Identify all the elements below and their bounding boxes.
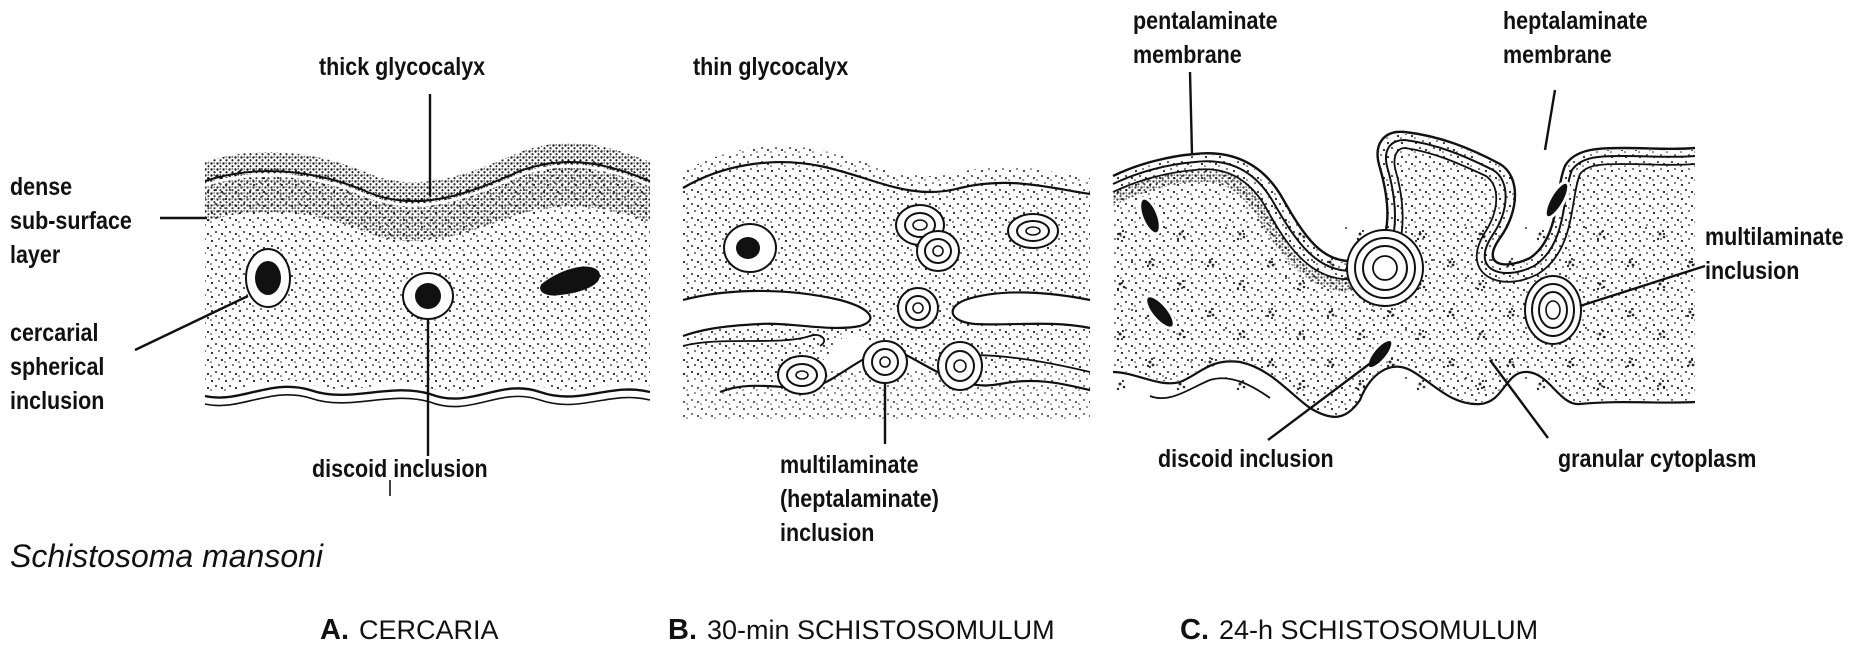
label-spherical-line-1: cercarial [10,318,98,348]
panel-a-discoid-inclusion-core [415,283,441,309]
label-granular-cytoplasm: granular cytoplasm [1558,444,1756,474]
caption-panel-c: C. 24-h SCHISTOSOMULUM [1180,614,1538,647]
caption-c-text: 24-h SCHISTOSOMULUM [1219,615,1538,645]
panel-c-multilaminate-inclusion-center [1347,230,1423,306]
label-heptalaminate-line-1: heptalaminate [1503,6,1648,36]
species-name: Schistosoma mansoni [10,538,323,575]
panel-b-multilaminate-inclusion-3 [917,231,959,271]
label-c-multilaminate-line-2: inclusion [1705,256,1799,286]
label-pentalaminate-line-1: pentalaminate [1133,6,1278,36]
panel-b-multilaminate-inclusion-2 [1008,214,1058,248]
caption-b-text: 30-min SCHISTOSOMULUM [707,615,1055,645]
caption-panel-a: A. CERCARIA [320,614,499,647]
panel-c-24h-tegument [1113,72,1705,440]
label-b-multilaminate-line-3: inclusion [780,518,874,548]
label-thick-glycocalyx: thick glycocalyx [319,52,485,82]
label-spherical-line-2: spherical [10,352,104,382]
panel-b-30min-tegument [683,146,1090,444]
panel-b-multilaminate-inclusion-4 [898,288,938,328]
panel-b-right-fold [953,292,1090,328]
caption-b-letter: B. [668,614,697,646]
label-dense-line-1: dense [10,172,72,202]
label-a-discoid-inclusion: discoid inclusion [312,454,488,484]
label-c-discoid-inclusion: discoid inclusion [1158,444,1334,474]
label-dense-line-3: layer [10,240,60,270]
panel-c-multilaminate-inclusion-right [1525,276,1581,344]
label-c-multilaminate-line-1: multilaminate [1705,222,1844,252]
caption-a-text: CERCARIA [359,615,499,645]
label-pentalaminate-line-2: membrane [1133,40,1242,70]
panel-b-multilaminate-inclusion-6 [863,341,907,383]
panel-c-pentalaminate-leader [1190,72,1192,154]
caption-panel-b: B. 30-min SCHISTOSOMULUM [668,614,1055,647]
panel-a-cercaria-tegument [135,94,650,496]
label-b-multilaminate-line-2: (heptalaminate) [780,484,939,514]
panel-b-spherical-inclusion-core [736,237,760,259]
caption-a-letter: A. [320,614,349,646]
panel-b-multilaminate-inclusion-7 [938,342,982,390]
caption-c-letter: C. [1180,614,1209,646]
panel-b-multilaminate-inclusion-5 [778,356,826,394]
panel-a-spherical-inclusion-core [255,261,281,295]
label-spherical-line-3: inclusion [10,386,104,416]
label-b-multilaminate-line-1: multilaminate [780,450,919,480]
panel-c-heptalaminate-leader [1545,90,1555,150]
label-heptalaminate-line-2: membrane [1503,40,1612,70]
label-thin-glycocalyx: thin glycocalyx [693,52,848,82]
label-dense-line-2: sub-surface [10,206,132,236]
